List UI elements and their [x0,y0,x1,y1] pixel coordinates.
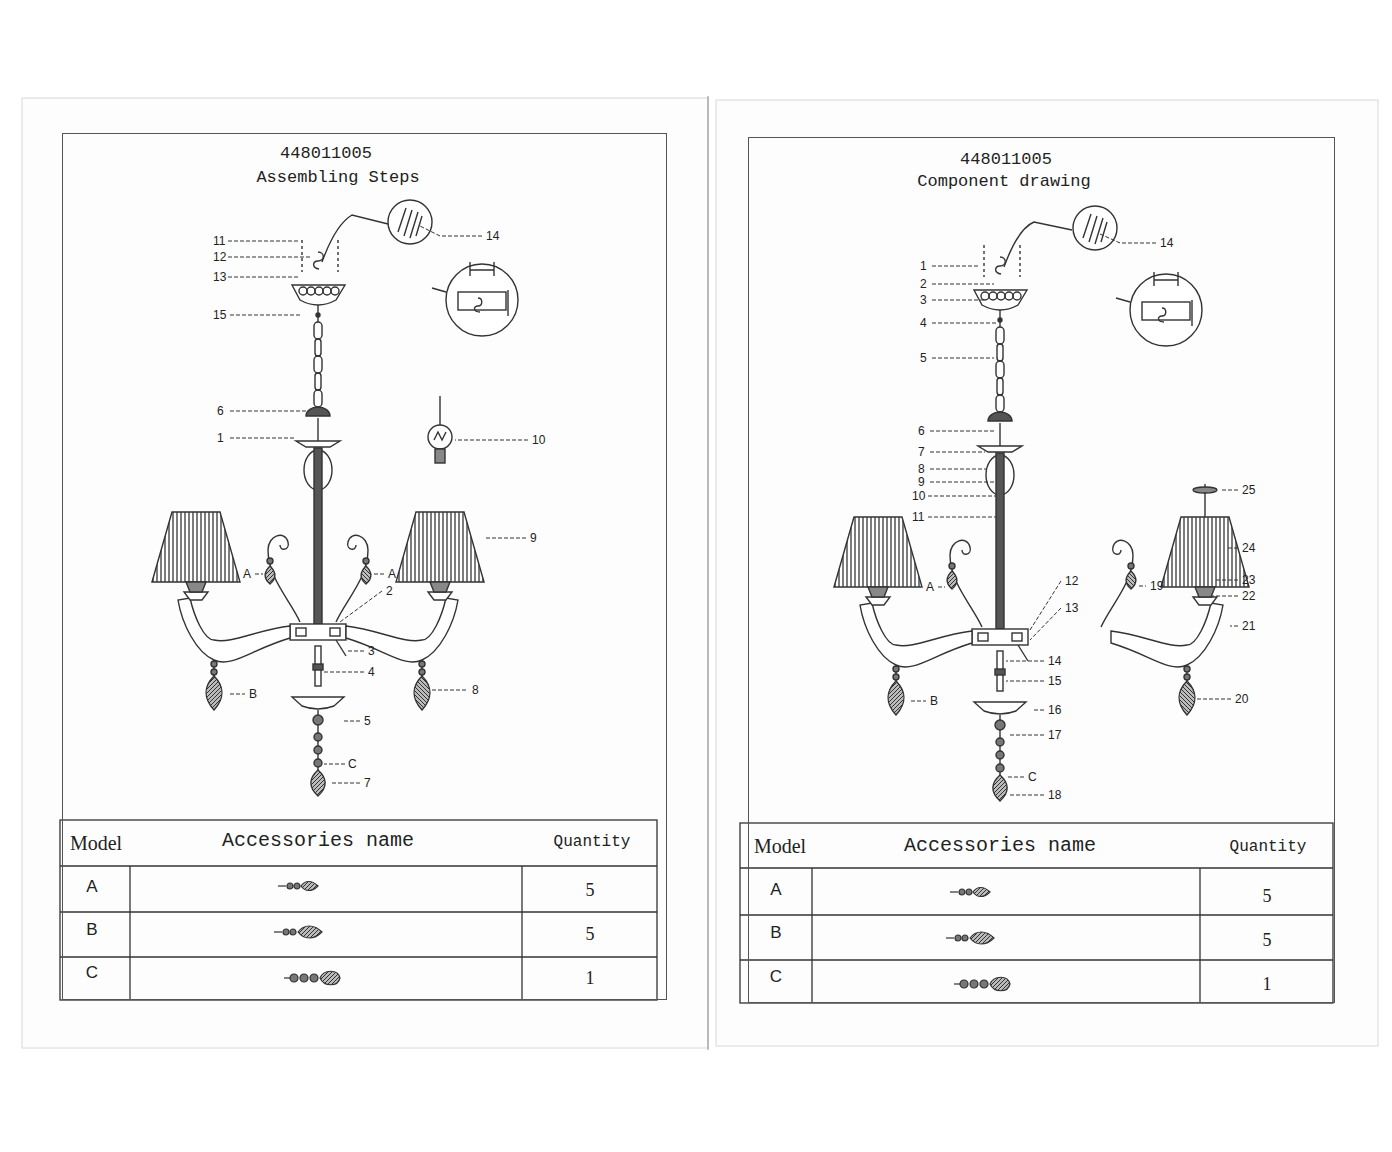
table-cell: Model [754,836,806,856]
callout-number: 4 [920,317,927,329]
model-number: 448011005 [280,145,372,162]
callout-number: 14 [1048,655,1061,667]
callout-number: 14 [1160,237,1173,249]
callout-number: C [1028,771,1037,783]
callout-number: 23 [1242,574,1255,586]
callout-number: 13 [213,271,226,283]
panel-frame: 448011005Component drawing [748,137,1335,1003]
callout-number: B [930,695,938,707]
callout-number: 8 [918,463,925,475]
callout-number: 20 [1235,693,1248,705]
table-cell: B [770,924,781,941]
callout-number: C [348,758,357,770]
table-cell: 1 [586,969,595,987]
callout-number: B [249,688,257,700]
callout-number: 10 [912,490,925,502]
callout-number: 9 [530,532,537,544]
callout-number: A [388,568,396,580]
table-cell: A [86,878,97,895]
table-cell: Quantity [554,834,631,850]
callout-number: 9 [918,476,925,488]
callout-number: 25 [1242,484,1255,496]
callout-number: 18 [1048,789,1061,801]
callout-number: 2 [920,278,927,290]
callout-number: 21 [1242,620,1255,632]
callout-number: 14 [486,230,499,242]
callout-number: 19 [1150,580,1163,592]
table-cell: C [770,968,782,985]
callout-number: 24 [1242,542,1255,554]
table-cell: Accessories name [904,836,1096,856]
callout-number: 3 [920,294,927,306]
callout-number: 12 [213,251,226,263]
table-cell: Model [70,833,122,853]
model-number: 448011005 [960,151,1052,168]
table-cell: A [770,881,781,898]
table-cell: Accessories name [222,831,414,851]
callout-number: 1 [920,260,927,272]
callout-number: 8 [472,684,479,696]
callout-number: 6 [918,425,925,437]
callout-number: 3 [368,645,375,657]
callout-number: 4 [368,666,375,678]
table-cell: C [86,964,98,981]
table-cell: Quantity [1230,839,1307,855]
sheet-heading: Component drawing [917,173,1090,190]
callout-number: 11 [213,235,225,247]
table-cell: 1 [1263,975,1272,993]
callout-number: 15 [1048,675,1061,687]
callout-number: 16 [1048,704,1061,716]
callout-number: 15 [213,309,226,321]
callout-number: A [926,581,934,593]
sheet-heading: Assembling Steps [256,169,419,186]
callout-number: 11 [912,511,924,523]
table-cell: 5 [586,881,595,899]
callout-number: 7 [364,777,371,789]
table-cell: 5 [1263,931,1272,949]
callout-number: 12 [1065,575,1078,587]
callout-number: 10 [532,434,545,446]
callout-number: 1 [217,432,224,444]
callout-number: 2 [386,585,393,597]
panel-frame: 448011005Assembling Steps [62,133,667,1000]
callout-number: 17 [1048,729,1061,741]
callout-number: 22 [1242,590,1255,602]
table-cell: 5 [1263,887,1272,905]
callout-number: A [243,568,251,580]
callout-number: 6 [217,405,224,417]
table-cell: 5 [586,925,595,943]
table-cell: B [86,921,97,938]
callout-number: 7 [918,446,925,458]
callout-number: 13 [1065,602,1078,614]
callout-number: 5 [920,352,927,364]
callout-number: 5 [364,715,371,727]
